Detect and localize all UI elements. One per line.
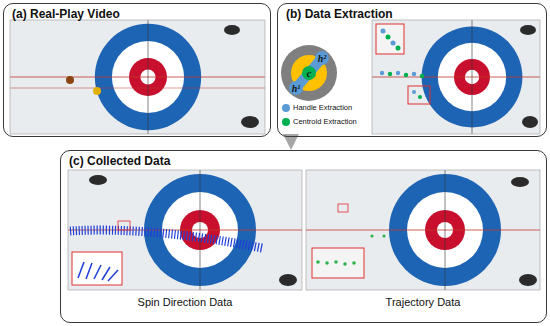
zoom-box — [376, 24, 404, 54]
tee-line — [148, 20, 149, 134]
dot — [325, 261, 329, 265]
trajectory-dots — [316, 234, 385, 265]
spin-mark — [78, 262, 84, 278]
center-line — [306, 230, 540, 231]
player — [279, 274, 297, 286]
sub-caption: Spin Direction Data — [138, 296, 233, 308]
spin-inset-marks — [78, 262, 118, 281]
dot — [334, 260, 338, 264]
dot — [420, 74, 424, 78]
legend-item: Centroid Extraction — [282, 117, 357, 126]
dot — [404, 73, 408, 77]
handle-point — [315, 51, 329, 65]
legend-swatch — [282, 118, 290, 126]
panel-box: (a) Real-Play Video — [3, 3, 271, 137]
point-label: h¹ — [292, 83, 301, 94]
tee-line — [200, 170, 201, 290]
dot — [391, 41, 396, 46]
dot — [352, 261, 356, 265]
stone — [66, 76, 74, 84]
tee-line — [445, 170, 446, 290]
panel-title: (b) Data Extraction — [278, 4, 401, 24]
dot — [412, 72, 416, 76]
sub-caption: Trajectory Data — [386, 296, 461, 308]
player — [511, 177, 529, 187]
legend-item: Handle Extraction — [282, 103, 352, 112]
spin-mark — [86, 263, 92, 279]
panel-box: (b) Data Extraction — [277, 3, 547, 137]
player — [522, 116, 538, 128]
legend-text: Handle Extraction — [293, 103, 352, 112]
video-frame — [68, 170, 302, 290]
point-label: c — [307, 68, 311, 79]
legend-swatch — [282, 104, 290, 112]
panel-title: (c) Collected Data — [61, 151, 178, 171]
spin-mark — [94, 265, 101, 279]
point-label: h² — [318, 53, 327, 64]
player — [520, 25, 536, 35]
dot — [316, 260, 320, 264]
dot — [382, 234, 385, 237]
ice-sheet — [68, 170, 302, 290]
video-frame — [306, 170, 540, 290]
video-frame — [372, 20, 540, 134]
player — [241, 116, 259, 128]
ice-sheet — [306, 170, 540, 290]
flow-arrow — [288, 137, 295, 142]
panel-title: (a) Real-Play Video — [4, 4, 128, 24]
dot — [396, 46, 401, 51]
dot — [396, 71, 400, 75]
frame-border — [306, 170, 540, 290]
spin-mark — [102, 267, 110, 280]
spin-mark — [108, 270, 118, 281]
ice-sheet — [372, 20, 540, 134]
zoom-box — [408, 86, 430, 104]
panel-box: (c) Collected Data — [60, 150, 547, 323]
tee-line — [472, 20, 473, 134]
dot — [380, 71, 384, 75]
centroid-point — [302, 66, 316, 80]
ice-sheet — [10, 20, 265, 134]
stone-outline — [281, 45, 337, 101]
zoom-box — [118, 221, 130, 230]
frame-border — [10, 20, 265, 134]
sheet-line — [10, 88, 265, 89]
video-frame — [10, 20, 265, 134]
center-line — [372, 77, 540, 78]
dot — [370, 234, 373, 237]
player — [89, 175, 107, 185]
dot — [381, 29, 386, 34]
frame-border — [68, 170, 302, 290]
spin-marks — [70, 230, 262, 248]
center-line — [10, 77, 265, 78]
handle-point — [289, 81, 303, 95]
dot — [412, 90, 416, 94]
zoom-box — [338, 204, 348, 212]
player — [519, 274, 537, 286]
player — [224, 25, 240, 35]
dot — [386, 35, 391, 40]
zoom-inset — [312, 248, 364, 278]
frame-border — [372, 20, 540, 134]
dot — [343, 262, 347, 266]
zoom-inset — [72, 252, 122, 285]
trajectory-dots — [380, 71, 424, 78]
legend-text: Centroid Extraction — [293, 117, 357, 126]
stone — [93, 87, 101, 95]
dot — [418, 95, 422, 99]
dot — [388, 72, 392, 76]
